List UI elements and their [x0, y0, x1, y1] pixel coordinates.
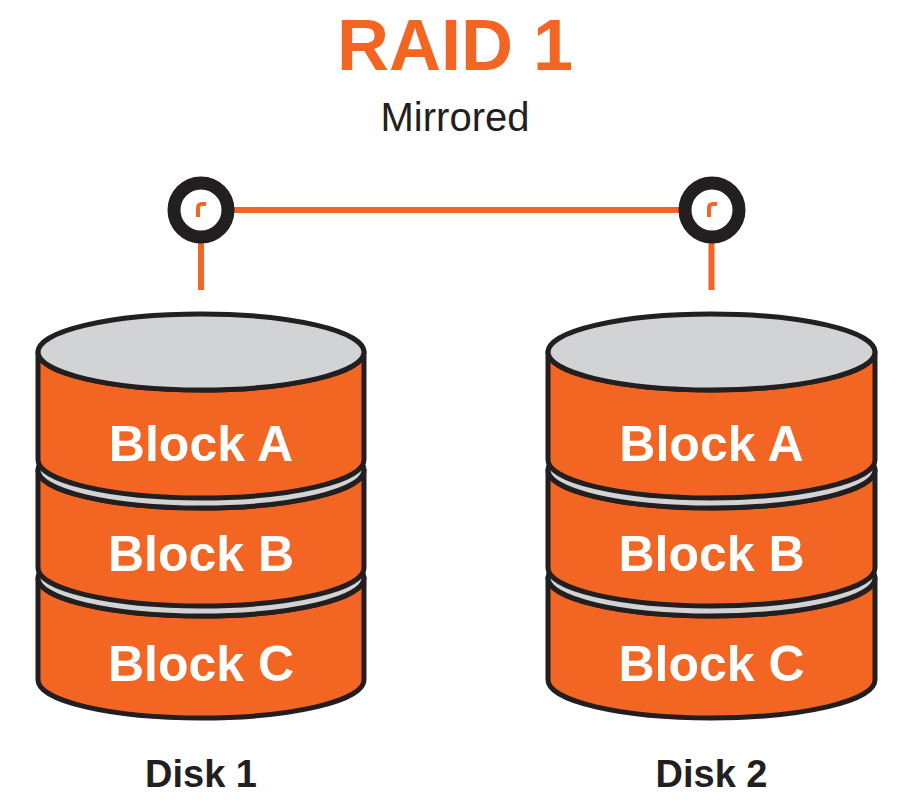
data-block: Block B	[102, 524, 300, 586]
link-circle-mark	[198, 204, 206, 217]
platter-top	[38, 314, 364, 390]
link-circle	[174, 183, 228, 237]
link-circle-ring	[174, 183, 228, 237]
disk-cylinder: Disk 2 Block A Block B Block C	[545, 310, 878, 806]
data-block: Block A	[613, 414, 809, 476]
link-circle	[685, 183, 739, 237]
block-label: Block B	[612, 526, 810, 584]
data-block: Block C	[102, 634, 300, 696]
block-label: Block A	[613, 416, 809, 474]
block-label: Block B	[102, 526, 300, 584]
link-circle-mark	[709, 204, 717, 217]
block-label: Block C	[612, 636, 810, 694]
platter-top	[548, 314, 875, 390]
data-block: Block A	[103, 414, 299, 476]
disk-cylinder: Disk 1 Block A Block B Block C	[35, 310, 367, 806]
block-label: Block C	[102, 636, 300, 694]
data-block: Block B	[612, 524, 810, 586]
disk-label: Disk 2	[656, 753, 768, 797]
block-label: Block A	[103, 416, 299, 474]
disk-label: Disk 1	[145, 753, 257, 797]
mirror-link-line	[201, 210, 712, 290]
data-block: Block C	[612, 634, 810, 696]
diagram-title: RAID 1	[337, 4, 573, 87]
link-circle-ring	[685, 183, 739, 237]
subtitle-label: Mirrored	[381, 94, 530, 140]
mirror-link	[201, 210, 712, 290]
